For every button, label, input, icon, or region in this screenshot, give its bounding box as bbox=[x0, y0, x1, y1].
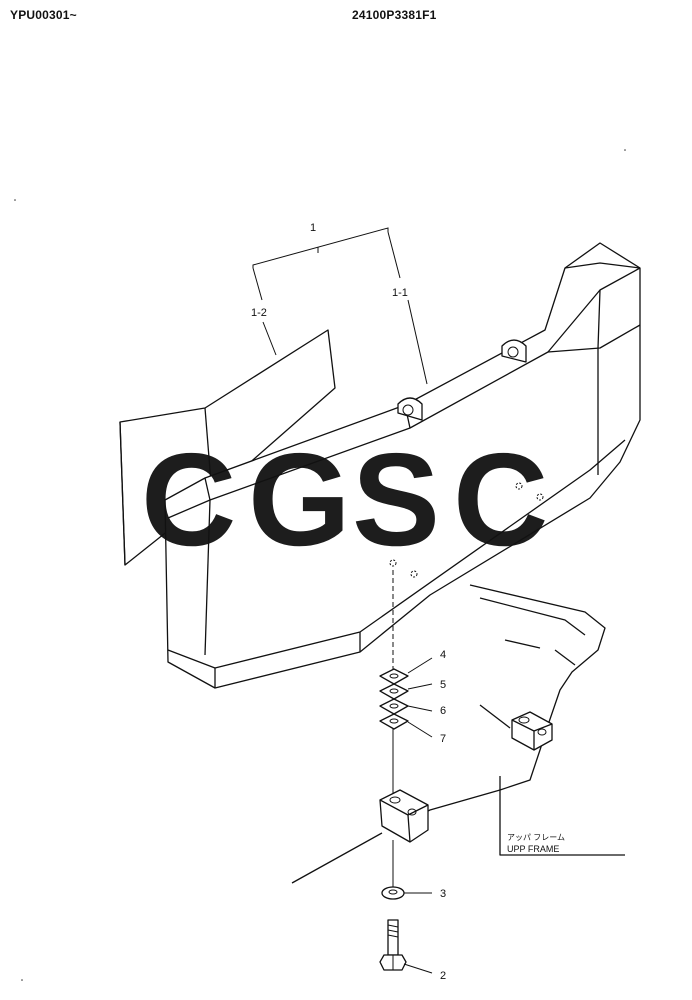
washer-3 bbox=[381, 886, 405, 900]
callout-1-1: 1-1 bbox=[392, 287, 408, 299]
bolt-2 bbox=[379, 919, 407, 971]
callout-1: 1 bbox=[310, 222, 316, 234]
watermark-letter-g: G bbox=[248, 426, 351, 573]
callout-leaders bbox=[403, 657, 433, 974]
upper-frame bbox=[291, 584, 625, 884]
cgsc-watermark: C G S C bbox=[141, 426, 548, 573]
callout-1-2: 1-2 bbox=[251, 307, 267, 319]
callout-2: 2 bbox=[440, 970, 446, 982]
callout-7: 7 bbox=[440, 733, 446, 745]
callout-5: 5 bbox=[440, 679, 446, 691]
shim-stack bbox=[379, 668, 409, 730]
drawing-number-center: 24100P3381F1 bbox=[352, 8, 437, 22]
watermark-letter-c2: C bbox=[453, 426, 548, 573]
callout-3: 3 bbox=[440, 888, 446, 900]
callout-bracket-1 bbox=[252, 227, 428, 385]
frame-label-japanese: アッパ フレーム bbox=[507, 833, 565, 842]
watermark-letter-s: S bbox=[352, 426, 440, 573]
callout-6: 6 bbox=[440, 705, 446, 717]
drawing-number-left: YPU00301~ bbox=[10, 8, 77, 22]
counterweight-body-1-1 bbox=[164, 242, 641, 689]
frame-mount-block bbox=[379, 789, 429, 843]
frame-label-english: UPP FRAME bbox=[507, 844, 559, 854]
watermark-letter-c1: C bbox=[141, 426, 236, 573]
callout-4: 4 bbox=[440, 649, 446, 661]
